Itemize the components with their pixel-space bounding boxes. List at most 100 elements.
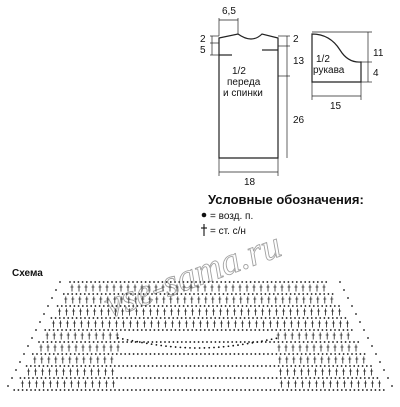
chain-dot — [344, 341, 347, 343]
chain-dot — [128, 305, 130, 307]
chain-dot — [168, 317, 170, 319]
chain-dot — [113, 341, 116, 343]
chain-dot — [361, 389, 364, 391]
chain-dot — [290, 341, 292, 343]
chain-dot — [98, 329, 101, 331]
chain-dot — [383, 369, 385, 371]
chain-dot — [200, 377, 202, 379]
chain-dot — [260, 365, 263, 367]
chain-dot — [71, 293, 74, 295]
chain-dot — [347, 377, 349, 379]
chain-dot — [204, 377, 207, 379]
chain-dot — [245, 305, 248, 307]
dim-left-top: 2 — [200, 34, 206, 45]
chain-dot — [290, 389, 293, 391]
chain-dot — [80, 365, 83, 367]
chain-dot — [205, 293, 208, 295]
chain-dot — [96, 293, 99, 295]
chain-dot — [304, 329, 307, 331]
chain-dot — [345, 389, 347, 391]
chain-dot — [185, 365, 188, 367]
chain-dot — [35, 329, 37, 331]
chain-dot — [319, 389, 322, 391]
chain-dot — [124, 329, 126, 331]
chain-dot — [338, 305, 340, 307]
chain-dot — [229, 329, 231, 331]
chain-dot — [372, 377, 375, 379]
chain-dot — [160, 344, 163, 347]
chain-dot — [143, 341, 145, 343]
chain-dot — [84, 341, 87, 343]
chain-dot — [311, 389, 314, 391]
chain-dot — [105, 365, 108, 367]
chain-dot — [254, 353, 257, 355]
chain-dot — [245, 329, 248, 331]
chain-dot — [300, 377, 303, 379]
chain-dot — [289, 317, 292, 319]
chain-dot — [56, 305, 59, 307]
chain-dot — [307, 389, 310, 391]
chain-dot — [151, 341, 154, 343]
chain-dot — [132, 329, 135, 331]
chain-dot — [142, 293, 145, 295]
chain-dot — [183, 353, 185, 355]
chain-dot — [31, 353, 34, 355]
chain-dot — [195, 377, 198, 379]
chain-dot — [59, 365, 62, 367]
chain-dot — [325, 353, 328, 355]
chain-dot — [198, 389, 200, 391]
chain-dot — [113, 317, 116, 319]
chain-dot — [212, 377, 215, 379]
chain-dot — [350, 329, 353, 331]
chain-dot — [344, 317, 347, 319]
chain-dot — [179, 377, 181, 379]
chain-dot — [88, 341, 91, 343]
chain-dot — [67, 365, 70, 367]
chain-dot — [216, 353, 219, 355]
chain-dot — [272, 293, 275, 295]
chain-dot — [189, 317, 191, 319]
chain-dot — [50, 341, 53, 343]
chain-dot — [151, 317, 154, 319]
chain-dot — [119, 281, 122, 283]
chain-dot — [131, 339, 134, 342]
chain-dot — [222, 293, 225, 295]
chain-dot — [216, 305, 219, 307]
chain-dot — [150, 343, 153, 346]
chain-dot — [170, 305, 172, 307]
chain-dot — [290, 365, 293, 367]
chain-dot — [292, 377, 295, 379]
chain-dot — [111, 281, 113, 283]
chain-dot — [217, 346, 220, 349]
chain-dot — [208, 329, 210, 331]
chain-dot — [144, 281, 147, 283]
chain-dot — [202, 365, 204, 367]
chain-dot — [139, 365, 141, 367]
chain-dot — [285, 293, 288, 295]
chain-dot — [65, 329, 68, 331]
chain-dot — [220, 329, 223, 331]
chain-dot — [359, 377, 362, 379]
chain-dot — [292, 329, 294, 331]
chain-dot — [42, 365, 45, 367]
chain-dot — [313, 353, 316, 355]
chain-dot — [84, 389, 87, 391]
chain-dot — [229, 377, 232, 379]
chain-dot — [197, 293, 200, 295]
chain-dot — [361, 365, 364, 367]
chain-dot — [235, 293, 237, 295]
chain-dot — [63, 341, 66, 343]
chain-dot — [338, 353, 341, 355]
chain-dot — [323, 293, 326, 295]
chain-dot — [208, 377, 211, 379]
chain-dot — [206, 341, 208, 343]
chain-dot — [123, 305, 126, 307]
chain-dot — [334, 353, 337, 355]
chain-dot — [141, 353, 143, 355]
chain-dot — [277, 341, 280, 343]
chain-dot — [252, 317, 254, 319]
chain-dot — [109, 365, 112, 367]
chain-dot — [130, 341, 133, 343]
chain-dot — [312, 281, 315, 283]
